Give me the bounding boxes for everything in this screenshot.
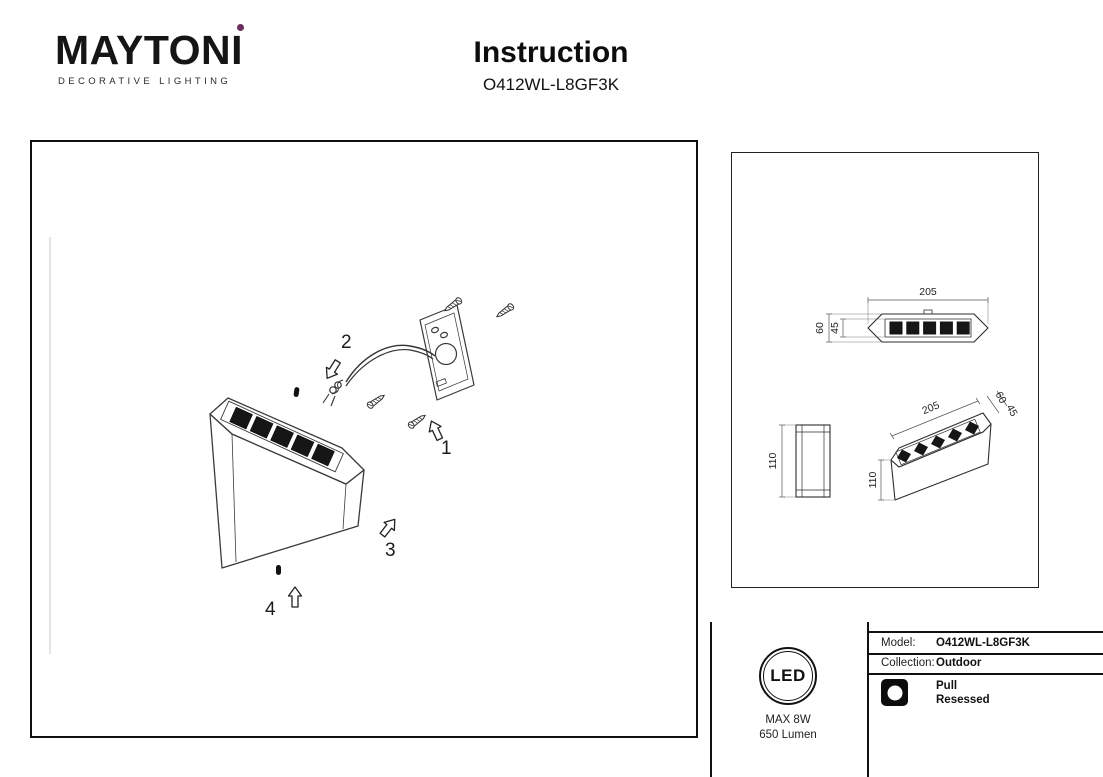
side-height-dim: 110 [767, 452, 779, 469]
dimension-drawings: 205 60 45 110 [767, 286, 1020, 501]
brand-tagline: DECORATIVE LIGHTING [58, 76, 232, 87]
body-cap-top [293, 387, 300, 398]
step-2-label: 2 [341, 332, 352, 353]
spec-row-collection: Collection: Outdoor [868, 653, 1103, 673]
mounting-type-line2: Resessed [936, 694, 990, 706]
divider [710, 622, 712, 777]
page-title: Instruction [473, 36, 629, 69]
brand-logo: MAYTONI DECORATIVE LIGHTING [55, 24, 245, 87]
title-block: Instruction O412WL-L8GF3K [381, 36, 721, 95]
brand-text: MAYTONI [55, 27, 244, 73]
step-3-label: 3 [385, 540, 396, 561]
model-value: O412WL-L8GF3K [936, 636, 1030, 649]
model-number: O412WL-L8GF3K [482, 75, 620, 94]
screw-icon [365, 392, 387, 410]
iso-view-dimension-lines [878, 390, 1008, 501]
divider [867, 622, 869, 777]
front-width-dim: 205 [919, 286, 937, 298]
installation-diagram: 2 1 3 4 [49, 237, 516, 654]
model-label: Model: [881, 636, 916, 649]
step-3-arrow-icon [376, 514, 401, 540]
iso-height-outer-dim: 60 [993, 390, 1009, 406]
divider [867, 631, 1103, 633]
spec-row-model: Model: O412WL-L8GF3K [868, 632, 1103, 653]
side-view-drawing [795, 424, 831, 498]
screw-icon [494, 302, 516, 320]
front-view-dimension-lines [826, 297, 989, 343]
power-wire [345, 344, 436, 387]
front-height-inner-dim: 45 [829, 322, 841, 334]
iso-view-drawing [890, 412, 992, 501]
body-cap-bottom [276, 565, 281, 575]
dimensions-panel: 205 60 45 110 [731, 152, 1039, 588]
max-power: MAX 8W [765, 714, 811, 726]
led-logo-icon: LED [759, 647, 817, 705]
brand-wordmark: MAYTONI [55, 24, 245, 73]
brand-i-dot-icon [237, 24, 245, 31]
mounting-type-line1: Pull [936, 680, 958, 692]
wire-connector [322, 379, 344, 407]
screw-icon [406, 412, 428, 430]
spec-row-mounting: Pull Resessed [868, 673, 1103, 707]
collection-value: Outdoor [936, 657, 982, 669]
recessed-mount-icon [881, 679, 908, 706]
step-4-arrow-icon [287, 586, 303, 608]
iso-width-dim: 205 [920, 399, 941, 417]
front-view-drawing [867, 309, 989, 343]
collection-label: Collection: [881, 657, 935, 669]
led-label: LED [770, 666, 806, 685]
divider [867, 653, 1103, 655]
iso-depth-dim: 110 [867, 471, 879, 488]
led-cells [229, 406, 335, 467]
divider [867, 673, 1103, 675]
spec-table: Model: O412WL-L8GF3K Collection: Outdoor… [868, 632, 1103, 707]
led-badge: LED MAX 8W 650 Lumen [733, 647, 843, 741]
side-view-dimension-lines [779, 424, 795, 498]
iso-height-inner-dim: 45 [1004, 403, 1020, 419]
mounting-plate [419, 304, 475, 401]
lumen-output: 650 Lumen [759, 729, 817, 741]
front-height-outer-dim: 60 [814, 322, 826, 334]
step-4-label: 4 [265, 599, 276, 620]
mounting-type: Pull Resessed [936, 679, 990, 707]
installation-diagram-panel: 2 1 3 4 [30, 140, 698, 738]
step-1-label: 1 [441, 438, 452, 459]
fixture-body [209, 397, 365, 569]
step-2-arrow-icon [321, 357, 344, 383]
